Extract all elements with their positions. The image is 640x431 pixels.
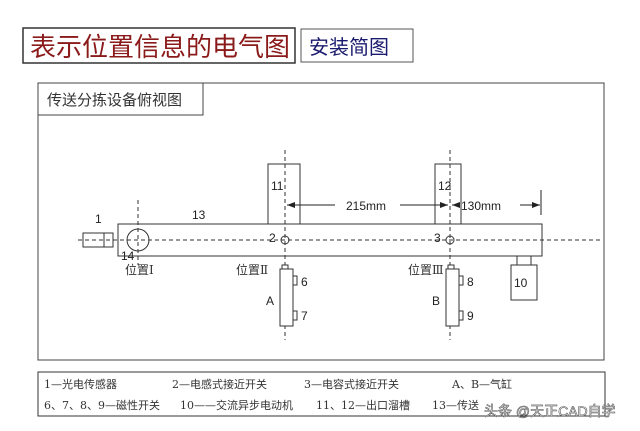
legend: 1—光电传感器 2—电感式接近开关 3—电容式接近开关 A、B—气缸 6、7、8… <box>44 377 512 412</box>
panel-title: 传送分拣设备俯视图 <box>47 91 182 109</box>
panel-title-box <box>37 82 204 116</box>
legend-item: 13—传送 <box>432 398 479 412</box>
label-14: 14 <box>121 249 135 263</box>
centerlines <box>78 150 602 340</box>
page-subtitle: 安装简图 <box>309 35 389 59</box>
legend-item: 3—电容式接近开关 <box>304 377 399 391</box>
label-10: 10 <box>514 276 528 290</box>
label-b: B <box>432 294 440 308</box>
position-1-label: 位置Ⅰ <box>125 262 154 277</box>
diagram-frame <box>37 82 605 361</box>
label-9: 9 <box>467 309 474 323</box>
title-box <box>22 27 296 64</box>
legend-box <box>37 371 606 417</box>
dimension-215: 215mm <box>346 199 386 213</box>
photo-sensor <box>82 232 114 248</box>
chute-12 <box>434 163 462 225</box>
label-13: 13 <box>192 208 206 222</box>
watermark: 头条 @天正CAD自学 <box>484 403 616 419</box>
label-11: 11 <box>271 179 284 193</box>
motor <box>510 264 538 301</box>
label-a: A <box>266 294 274 308</box>
cylinder-b <box>445 264 464 327</box>
label-7: 7 <box>301 309 308 323</box>
label-3: 3 <box>434 231 441 245</box>
cylinder-a <box>279 264 298 327</box>
inductive-sensor <box>280 235 290 245</box>
dimension-130: 130mm <box>461 199 501 213</box>
label-1: 1 <box>95 212 102 226</box>
position-2-label: 位置Ⅱ <box>236 262 268 277</box>
legend-item: 6、7、8、9—磁性开关 <box>44 398 160 412</box>
position-3-label: 位置Ⅲ <box>408 262 444 277</box>
legend-item: A、B—气缸 <box>451 377 512 391</box>
chute-11 <box>267 163 301 225</box>
legend-item: 10——交流异步电动机 <box>180 398 293 412</box>
legend-item: 11、12—出口溜槽 <box>316 398 410 412</box>
belt-roller <box>126 228 150 252</box>
legend-item: 1—光电传感器 <box>44 377 117 391</box>
legend-item: 2—电感式接近开关 <box>172 377 267 391</box>
label-2: 2 <box>269 231 276 245</box>
motor-coupling <box>516 255 532 266</box>
subtitle-box <box>300 28 414 63</box>
label-12: 12 <box>438 179 452 193</box>
label-8: 8 <box>467 275 474 289</box>
page-title: 表示位置信息的电气图 <box>30 33 290 63</box>
capacitive-sensor <box>445 235 455 245</box>
label-6: 6 <box>301 275 308 289</box>
